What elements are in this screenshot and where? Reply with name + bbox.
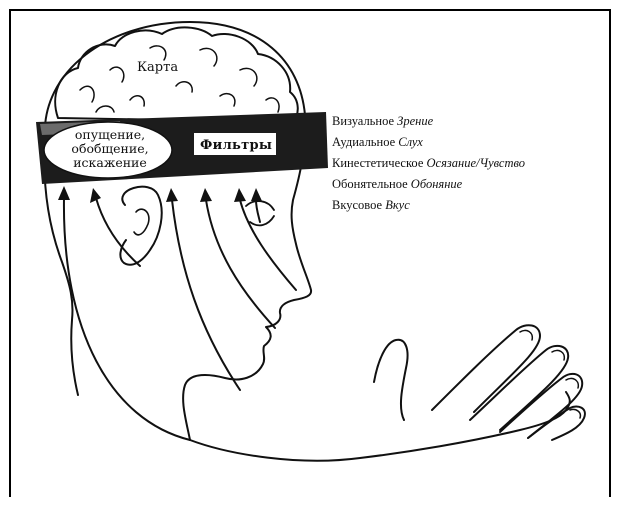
sense-system: Аудиальное	[332, 135, 395, 149]
sense-system: Кинестетическое	[332, 156, 423, 170]
sense-system: Вкусовое	[332, 198, 382, 212]
sense-row-gustatory: Вкусовое Вкус	[332, 195, 525, 216]
sense-row-kinesthetic: Кинестетическое Осязание/Чувство	[332, 153, 525, 174]
arrow-from-mouth	[206, 200, 275, 328]
filters-label: Фильтры	[200, 138, 272, 153]
senses-list: Визуальное Зрение Аудиальное Слух Кинест…	[332, 111, 525, 216]
arrow-from-nose	[240, 200, 296, 290]
sense-row-visual: Визуальное Зрение	[332, 111, 525, 132]
process-line: обобщение,	[52, 142, 168, 156]
process-text: опущение, обобщение, искажение	[52, 128, 168, 170]
eye	[246, 201, 274, 210]
arrow-from-eye	[256, 200, 260, 222]
sense-row-auditory: Аудиальное Слух	[332, 132, 525, 153]
process-line: опущение,	[52, 128, 168, 142]
sense-system: Визуальное	[332, 114, 394, 128]
sense-name: Вкус	[385, 198, 410, 212]
sense-name: Слух	[398, 135, 423, 149]
sense-row-olfactory: Обонятельное Обоняние	[332, 174, 525, 195]
little-finger	[528, 406, 585, 440]
process-line: искажение	[52, 156, 168, 170]
sense-name: Зрение	[397, 114, 433, 128]
sense-name: Обоняние	[411, 177, 462, 191]
map-label: Карта	[137, 60, 178, 75]
arrow-from-neck	[172, 200, 240, 390]
arrow-from-hand	[64, 198, 190, 440]
thumb	[374, 340, 408, 420]
sense-name: Осязание/Чувство	[427, 156, 526, 170]
hand-outline	[190, 392, 570, 461]
sense-system: Обонятельное	[332, 177, 408, 191]
